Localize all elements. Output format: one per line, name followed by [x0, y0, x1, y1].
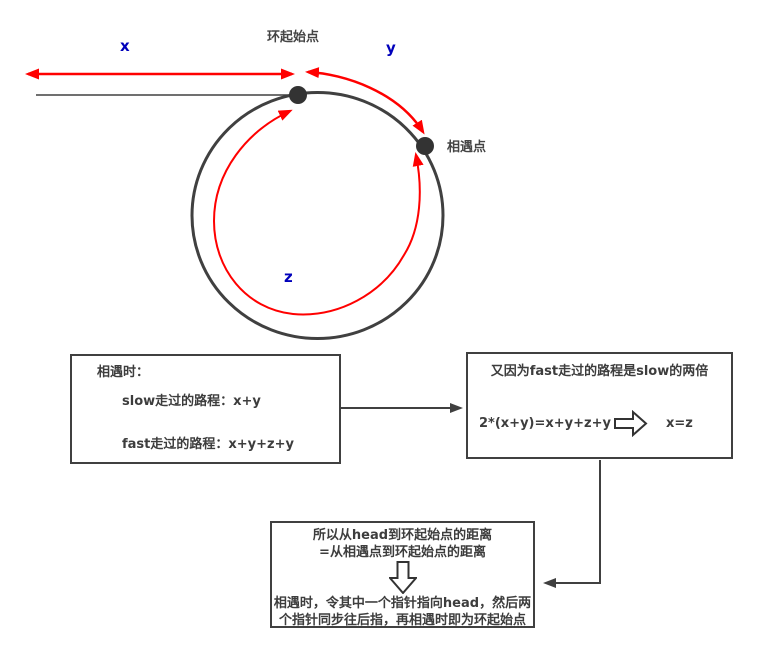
conclusion-line1: 所以从head到环起始点的距离	[312, 528, 493, 543]
y-segment-label: y	[386, 39, 396, 57]
connector-twice-to-conclusion	[543, 460, 601, 588]
twice-derivation-box: 又因为fast走过的路程是slow的两倍 2*(x+y)=x+y+z+y x=z	[466, 352, 733, 459]
derivation-result: x=z	[665, 416, 693, 431]
cycle-start-dot	[289, 86, 307, 104]
conclusion-line4: 个指针同步往后指，再相遇时即为环起始点	[278, 613, 526, 628]
cycle-circle	[190, 91, 445, 340]
conclusion-box: 所以从head到环起始点的距离 =从相遇点到环起始点的距离 相遇时，令其中一个指…	[270, 521, 535, 628]
conclusion-line3: 相遇时，令其中一个指针指向head，然后两	[273, 596, 532, 611]
derivation-row: 2*(x+y)=x+y+z+y x=z	[468, 410, 731, 437]
conclusion-line2: =从相遇点到环起始点的距离	[319, 545, 486, 560]
implies-down-arrow-icon	[388, 561, 417, 594]
meet-box-title: 相遇时：	[97, 365, 150, 380]
derivation-equation: 2*(x+y)=x+y+z+y	[479, 416, 611, 431]
meet-distances-box: 相遇时： slow走过的路程：x+y fast走过的路程：x+y+z+y	[70, 354, 341, 464]
twice-box-title: 又因为fast走过的路程是slow的两倍	[490, 364, 709, 379]
x-segment-label: x	[120, 37, 130, 55]
fast-distance-line: fast走过的路程：x+y+z+y	[122, 437, 294, 452]
z-segment-arrow	[212, 109, 424, 316]
implies-right-arrow-icon	[613, 410, 648, 437]
therefore-arrow-wrap	[272, 561, 533, 594]
z-segment-label: z	[284, 268, 293, 286]
slow-distance-line: slow走过的路程：x+y	[122, 394, 261, 409]
cycle-start-label: 环起始点	[267, 30, 320, 45]
meeting-point-label: 相遇点	[447, 140, 487, 155]
meeting-point-dot	[416, 137, 434, 155]
